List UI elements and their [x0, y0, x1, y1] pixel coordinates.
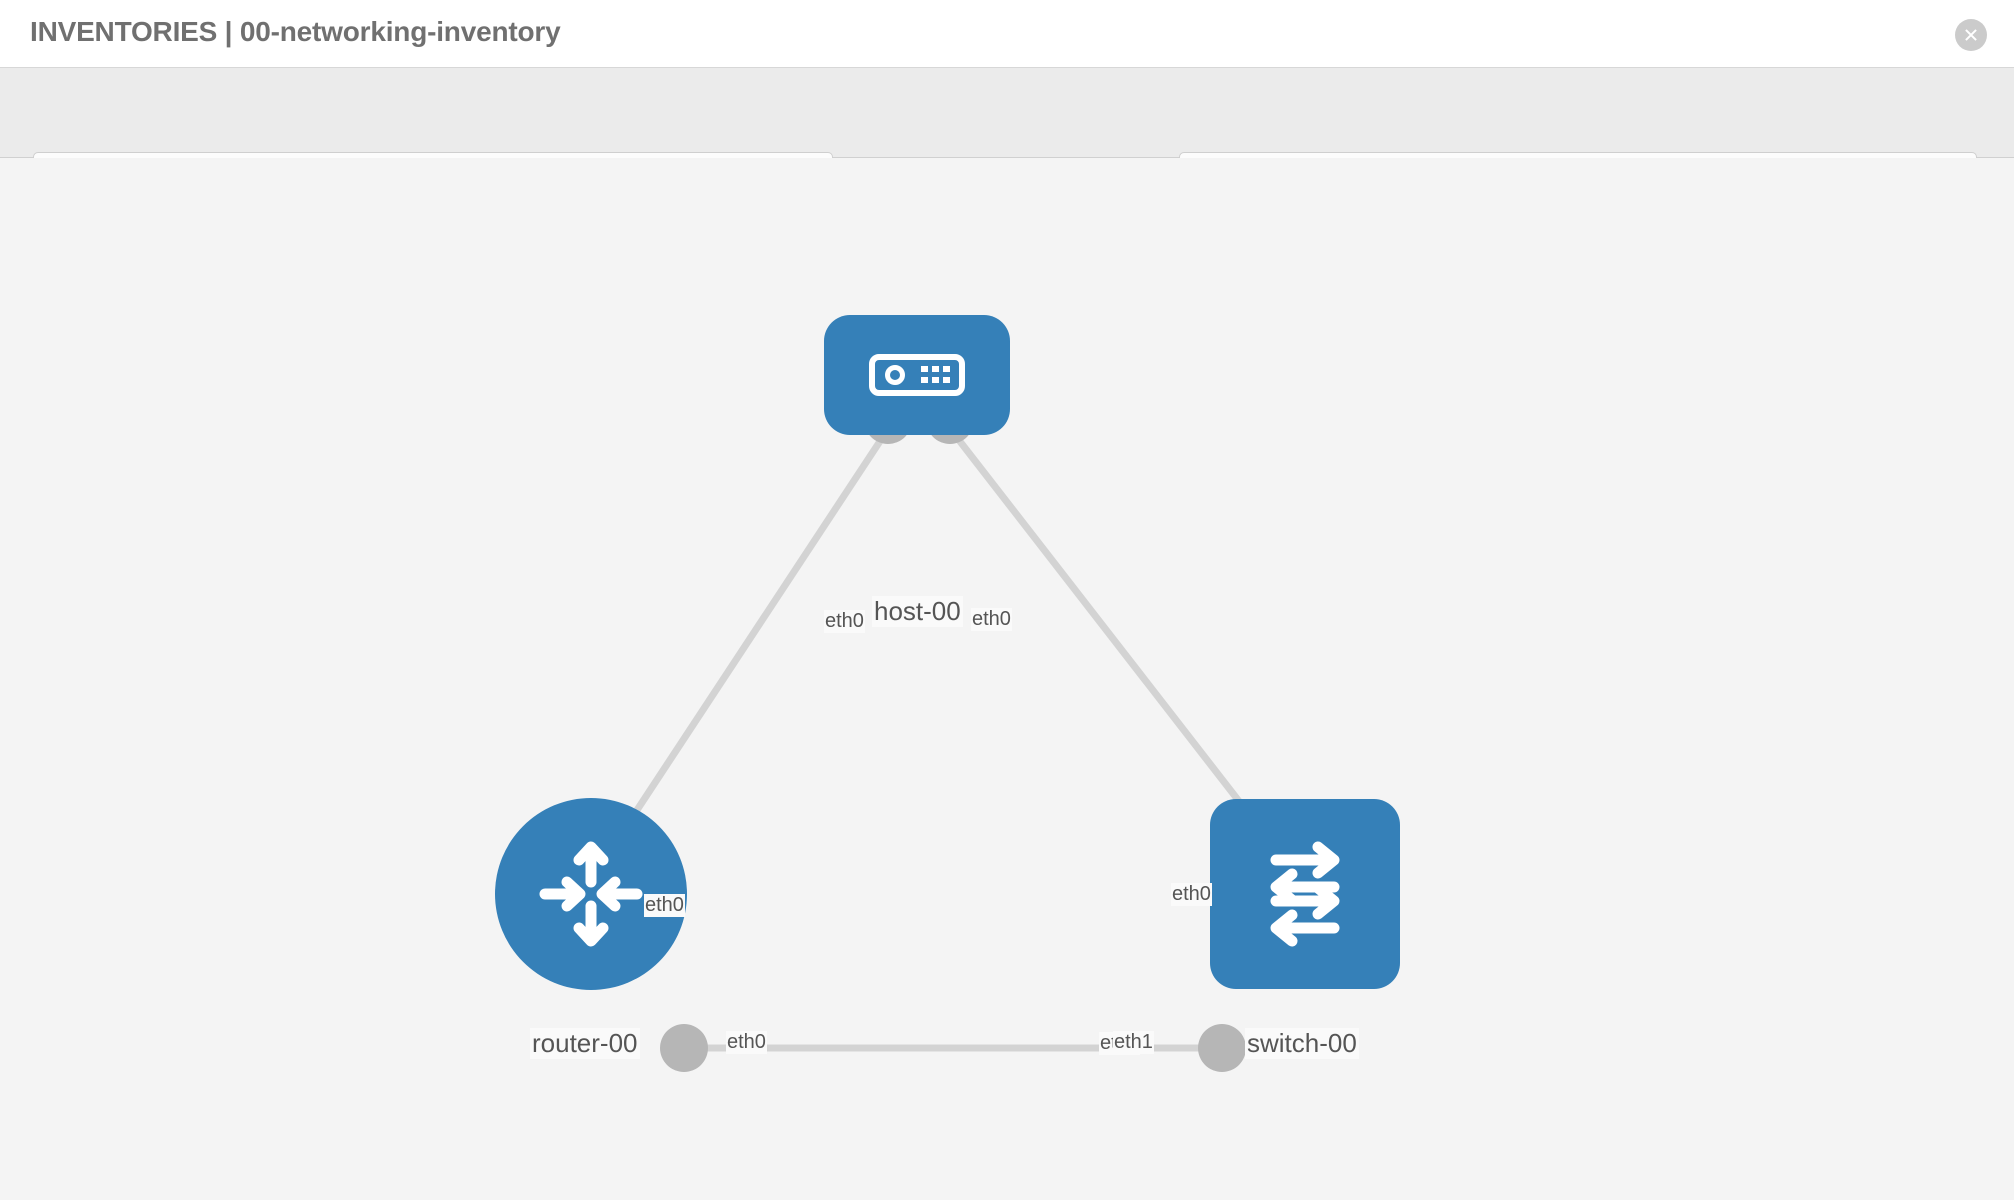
- router-arrows-icon: [539, 841, 643, 947]
- switch-arrows-icon: [1270, 841, 1340, 947]
- close-icon[interactable]: [1955, 19, 1987, 51]
- topology-links-layer: [597, 396, 1266, 1072]
- link-host-switch: [945, 423, 1255, 821]
- page-header: INVENTORIES | 00-networking-inventory: [0, 0, 2014, 68]
- link-anchor: [1198, 1024, 1246, 1072]
- page-title: INVENTORIES | 00-networking-inventory: [30, 16, 561, 47]
- link-anchor: [660, 1024, 708, 1072]
- topology-node-switch-00[interactable]: [1210, 799, 1400, 989]
- topology-canvas[interactable]: host-00 eth0 eth0: [0, 158, 2014, 1200]
- server-rack-icon: [869, 354, 965, 396]
- topology-node-host-00[interactable]: [824, 315, 1010, 435]
- toolbar: ACTIONS SEARCH: [0, 68, 2014, 204]
- link-host-router: [609, 424, 893, 850]
- topology-node-router-00[interactable]: [495, 798, 687, 990]
